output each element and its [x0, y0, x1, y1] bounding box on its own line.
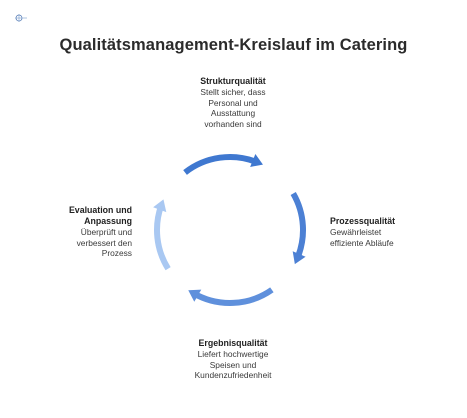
- stage-ergebnis-line-2: Speisen und: [209, 359, 257, 370]
- logo-icon: [15, 14, 27, 22]
- page-title: Qualitätsmanagement-Kreislauf im Caterin…: [59, 36, 408, 54]
- arrow-ergebnisqualitaet-head: [188, 289, 202, 302]
- arrow-prozessqualitaet: [290, 192, 306, 260]
- stage-evaluation-title-2: Anpassung: [84, 216, 132, 226]
- stage-ergebnis-title: Ergebnisqualität: [198, 338, 268, 348]
- stage-prozess-title: Prozessqualität: [330, 216, 396, 226]
- stage-prozess-line-1: Gewährleistet: [330, 227, 382, 237]
- stage-struktur-line-1: Stellt sicher, dass: [200, 87, 266, 97]
- stage-ergebnis-line-3: Kundenzufriedenheit: [194, 370, 272, 381]
- stage-prozess-line-2: effiziente Abläufe: [330, 237, 394, 248]
- arrow-prozessqualitaet-head: [292, 251, 306, 265]
- stage-ergebnis: Ergebnisqualität Liefert hochwertige Spe…: [163, 338, 303, 381]
- arrow-evaluation: [154, 204, 171, 271]
- stage-evaluation-line-2: verbessert den: [76, 237, 132, 248]
- stage-struktur-line-2: Personal und: [208, 97, 258, 108]
- stage-struktur-title: Strukturqualität: [200, 76, 266, 86]
- arrow-strukturqualitaet-head: [250, 153, 263, 167]
- stage-struktur-line-4: vorhanden sind: [204, 118, 262, 129]
- stage-evaluation: Evaluation und Anpassung Überprüft und v…: [28, 205, 132, 259]
- stage-evaluation-line-1: Überprüft und: [80, 227, 132, 237]
- stage-struktur: Strukturqualität Stellt sicher, dass Per…: [163, 76, 303, 129]
- stage-ergebnis-line-1: Liefert hochwertige: [197, 349, 269, 359]
- stage-struktur-line-3: Ausstattung: [210, 108, 256, 119]
- arrow-strukturqualitaet: [183, 154, 259, 175]
- arrow-evaluation-head: [153, 199, 167, 213]
- cycle-arrows: [153, 153, 306, 306]
- stage-evaluation-title-1: Evaluation und: [68, 205, 132, 215]
- stage-evaluation-line-3: Prozess: [101, 248, 132, 259]
- stage-prozess: Prozessqualität Gewährleistet effiziente…: [330, 216, 440, 248]
- arrow-ergebnisqualitaet: [192, 287, 274, 306]
